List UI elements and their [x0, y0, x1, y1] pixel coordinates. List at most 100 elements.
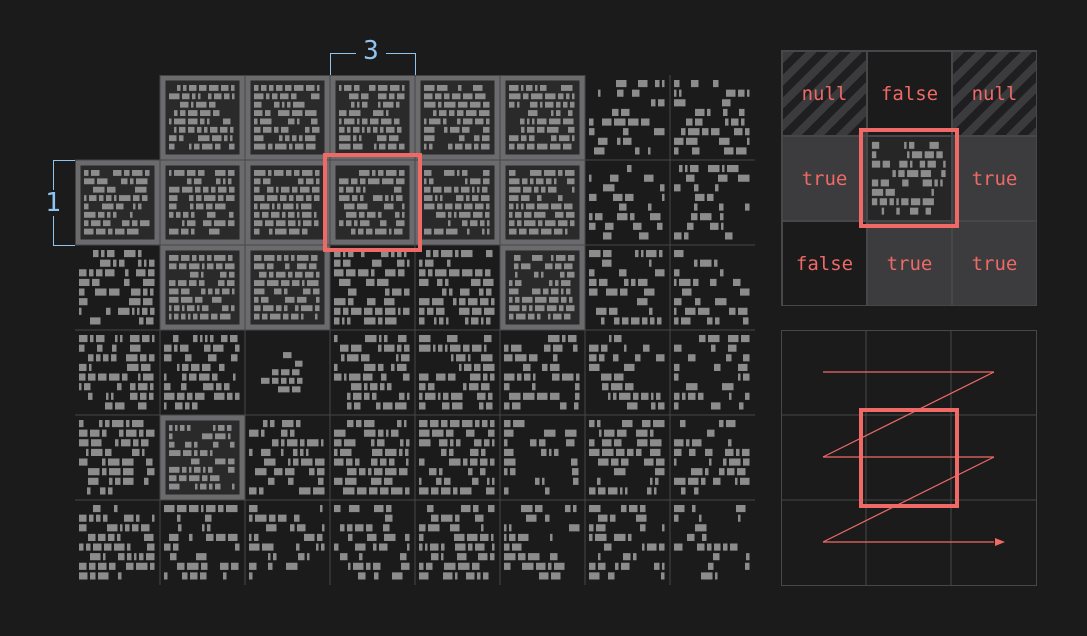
brick	[529, 354, 538, 362]
brick	[655, 269, 665, 277]
brick	[229, 143, 235, 150]
brick	[743, 354, 750, 362]
brick	[267, 186, 274, 193]
brick	[539, 439, 546, 447]
brick	[138, 203, 142, 210]
brick	[637, 298, 648, 306]
brick	[79, 429, 88, 437]
brick	[79, 572, 88, 580]
brick	[353, 392, 362, 400]
brick	[701, 477, 706, 485]
brick	[187, 170, 196, 176]
brick	[403, 373, 410, 381]
brick	[524, 373, 531, 381]
brick	[551, 255, 554, 261]
brick	[529, 228, 539, 235]
tile-cell	[245, 415, 330, 500]
brick	[339, 110, 347, 116]
brick	[487, 228, 490, 235]
brick	[720, 269, 724, 277]
brick	[405, 533, 410, 541]
tile-cell	[75, 500, 160, 585]
brick	[127, 363, 139, 371]
brick	[594, 147, 605, 155]
brick	[397, 250, 402, 258]
brick	[407, 259, 410, 267]
brick	[296, 420, 301, 428]
brick	[372, 259, 382, 267]
brick	[215, 288, 220, 295]
tile-cell	[670, 245, 755, 330]
brick	[202, 475, 208, 482]
brick	[261, 448, 271, 456]
brick	[203, 466, 206, 473]
brick	[84, 228, 94, 235]
brick	[745, 203, 750, 211]
brick	[107, 250, 115, 258]
brick	[115, 335, 118, 343]
brick	[369, 487, 378, 495]
brick	[381, 250, 389, 258]
brick	[504, 553, 516, 561]
brick	[272, 377, 279, 384]
brick	[199, 85, 207, 91]
brick	[231, 305, 235, 312]
brick	[564, 313, 571, 320]
brick	[396, 354, 399, 362]
brick	[179, 475, 187, 482]
brick	[339, 278, 351, 286]
tile-bg	[75, 415, 160, 500]
brick	[470, 373, 481, 381]
brick	[371, 458, 378, 466]
brick	[589, 288, 598, 296]
brick	[450, 439, 454, 447]
brick	[207, 118, 210, 125]
brick	[405, 487, 410, 495]
brick	[229, 186, 235, 193]
brick	[419, 373, 429, 381]
brick	[386, 505, 392, 513]
brick	[84, 220, 89, 227]
brick	[189, 280, 197, 286]
brick	[484, 344, 487, 352]
brick	[469, 383, 479, 391]
brick	[169, 93, 180, 100]
brick	[254, 118, 258, 125]
brick	[539, 572, 549, 580]
brick	[520, 118, 525, 125]
brick	[898, 170, 905, 178]
brick	[596, 307, 607, 315]
brick	[504, 344, 509, 352]
brick	[141, 524, 150, 532]
brick	[437, 278, 443, 286]
brick	[105, 269, 115, 277]
brick	[599, 429, 602, 437]
brick	[694, 259, 698, 267]
brick	[218, 186, 227, 193]
brick	[351, 383, 362, 391]
brick	[189, 195, 194, 201]
brick	[466, 110, 477, 116]
brick	[621, 505, 627, 513]
brick	[102, 468, 107, 476]
brick	[314, 220, 319, 227]
brick	[449, 110, 455, 116]
brick	[515, 296, 520, 303]
brick	[360, 178, 366, 185]
brick	[187, 178, 192, 185]
brick	[359, 468, 366, 476]
brick	[303, 288, 311, 295]
brick	[139, 317, 144, 325]
brick	[562, 335, 566, 343]
brick	[727, 165, 739, 173]
brick	[343, 259, 351, 267]
brick	[395, 211, 400, 218]
brick	[384, 335, 388, 343]
brick	[419, 344, 431, 352]
brick	[281, 126, 289, 133]
brick	[558, 93, 564, 100]
brick	[259, 271, 267, 278]
brick	[522, 178, 528, 185]
brick	[170, 553, 177, 561]
brick	[317, 85, 320, 91]
